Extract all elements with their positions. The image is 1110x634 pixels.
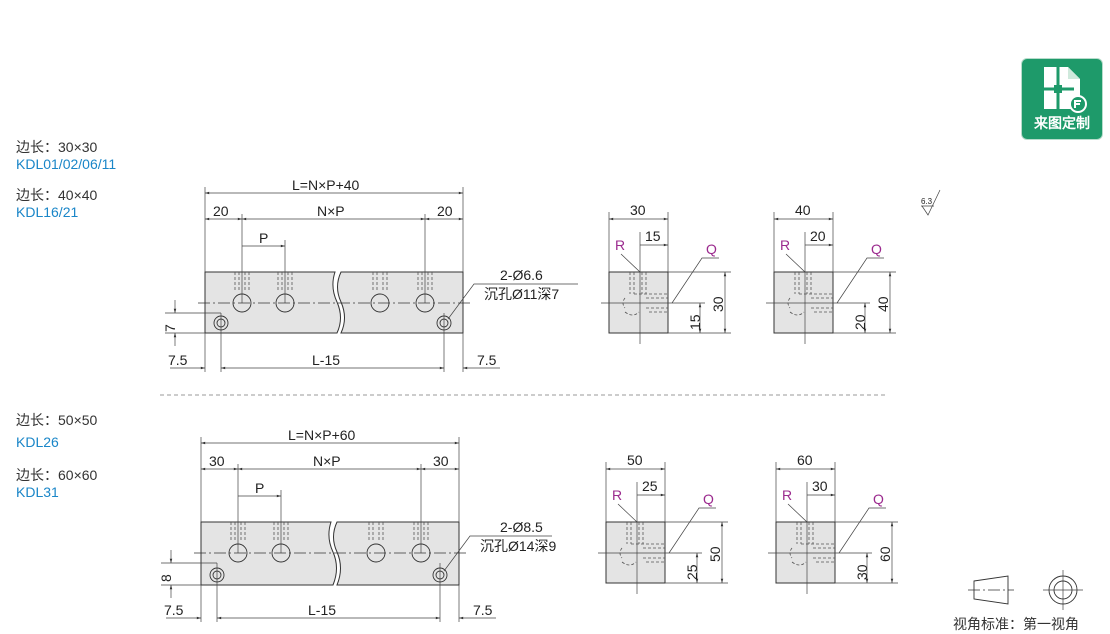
drawing-line: [785, 253, 806, 273]
surface-roughness-symbol: 6.3: [921, 189, 941, 216]
drawing-line: [768, 462, 898, 594]
spec-models: KDL16/21: [16, 204, 79, 220]
drawing-line: [766, 212, 896, 344]
port-q-label: Q: [703, 491, 714, 507]
side-view-30: 30 15 R Q 15 30: [601, 202, 731, 344]
drawing-line: [838, 507, 886, 554]
dim-right-offset: 7.5: [477, 352, 497, 368]
port-q-label: Q: [706, 241, 717, 257]
spec-40x40: 边长：40×40 KDL16/21: [16, 187, 97, 221]
port-r-label: R: [780, 237, 790, 253]
dim-edge: 8: [158, 574, 174, 582]
dim-center-height: 20: [852, 314, 868, 330]
spec-size: 边长：60×60: [16, 467, 98, 483]
dim-center-height: 30: [854, 564, 870, 580]
drawing-line: [671, 257, 719, 304]
drawing-line: [608, 271, 669, 334]
dim-pitch-total: N×P: [313, 453, 341, 469]
drawing-line: [787, 503, 808, 523]
dim-left-offset: 7.5: [168, 352, 188, 368]
side-view-50: 50 25 R Q 25 50: [598, 452, 728, 594]
drawing-line: [620, 253, 641, 273]
dim-half-width: 15: [645, 228, 661, 244]
dim-end-left: 30: [209, 453, 225, 469]
front-view-row1: L=N×P+40 20 N×P 20 P 2-Ø6.6 沉孔Ø11深7 7 7.…: [162, 177, 578, 372]
dim-pitch: P: [255, 480, 264, 496]
spec-models: KDL26: [16, 434, 59, 450]
drawing-line: [598, 462, 728, 594]
badge-label: 来图定制: [1034, 115, 1090, 131]
spec-30x30: 边长：30×30 KDL01/02/06/11: [16, 139, 116, 173]
drawing-line: [668, 507, 716, 554]
drawing-line: [605, 521, 666, 584]
spec-50x50: 边长：50×50 KDL26: [16, 412, 97, 451]
side-view-60: 60 30 R Q 30 60: [768, 452, 898, 594]
dim-width: 60: [797, 452, 813, 468]
dim-edge: 7: [162, 324, 178, 332]
first-angle-projection-icon: [968, 570, 1083, 610]
dim-width: 30: [630, 202, 646, 218]
dim-end-left: 20: [213, 203, 229, 219]
drawing-line: [775, 521, 836, 584]
side-view-40: 40 20 R Q 20 40: [766, 202, 896, 344]
dim-mount-span: L-15: [312, 352, 340, 368]
front-view-row2: L=N×P+60 30 N×P 30 P 2-Ø8.5 沉孔Ø14深9 8 7.…: [158, 427, 556, 622]
spec-models: KDL31: [16, 484, 59, 500]
dim-half-width: 30: [812, 478, 828, 494]
dim-end-right: 20: [437, 203, 453, 219]
dim-pitch-total: N×P: [317, 203, 345, 219]
dim-half-width: 20: [810, 228, 826, 244]
drawing-line: [773, 271, 834, 334]
spec-60x60: 边长：60×60 KDL31: [16, 467, 97, 501]
dim-center-height: 25: [684, 564, 700, 580]
port-q-label: Q: [873, 491, 884, 507]
dim-right-offset: 7.5: [473, 602, 493, 618]
port-q-label: Q: [871, 241, 882, 257]
port-r-label: R: [612, 487, 622, 503]
dim-pitch: P: [259, 230, 268, 246]
dim-height: 30: [710, 296, 726, 312]
projection-standard: 视角标准：第一视角: [953, 616, 1079, 632]
dim-height: 50: [707, 546, 723, 562]
dim-height: 60: [877, 546, 893, 562]
dim-width: 40: [795, 202, 811, 218]
hole-spec: 2-Ø8.5: [500, 519, 543, 535]
spec-size: 边长：30×30: [16, 139, 98, 155]
counterbore-spec: 沉孔Ø14深9: [480, 538, 556, 554]
dim-half-width: 25: [642, 478, 658, 494]
spec-size: 边长：40×40: [16, 187, 98, 203]
dim-total-length: L=N×P+40: [292, 177, 360, 193]
dim-total-length: L=N×P+60: [288, 427, 356, 443]
hole-spec: 2-Ø6.6: [500, 267, 543, 283]
drawing-line: [836, 257, 884, 304]
spec-size: 边长：50×50: [16, 412, 98, 428]
dim-width: 50: [627, 452, 643, 468]
drawing-line: [617, 503, 638, 523]
dim-height: 40: [875, 296, 891, 312]
port-r-label: R: [782, 487, 792, 503]
dim-center-height: 15: [687, 314, 703, 330]
dim-left-offset: 7.5: [164, 602, 184, 618]
port-r-label: R: [615, 237, 625, 253]
spec-models: KDL01/02/06/11: [16, 156, 117, 172]
drawing-custom-icon: [1044, 67, 1087, 113]
svg-text:6.3: 6.3: [921, 197, 933, 206]
drawing-line: [601, 212, 731, 344]
custom-drawing-button[interactable]: 来图定制: [1022, 59, 1102, 139]
dim-end-right: 30: [433, 453, 449, 469]
counterbore-spec: 沉孔Ø11深7: [484, 286, 559, 302]
dim-mount-span: L-15: [308, 602, 336, 618]
